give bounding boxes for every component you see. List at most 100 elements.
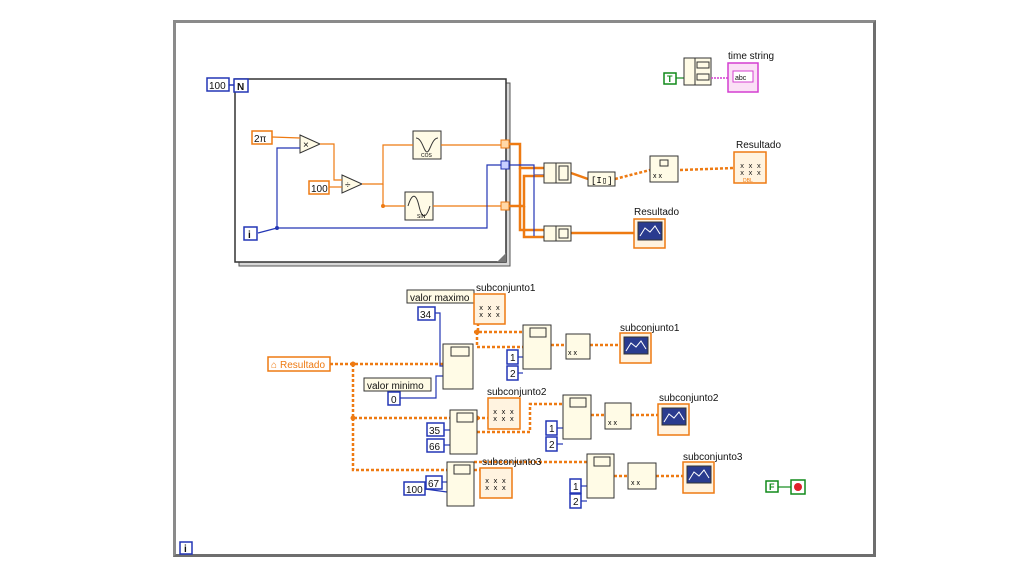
sub3-lo-constant[interactable]: 67 [425,475,443,490]
sub3-index1-constant[interactable]: 1 [569,478,582,494]
loop-count-terminal: N [233,78,249,93]
subconjunto2-graph-indicator[interactable] [657,403,690,436]
transpose-function[interactable]: x x [649,155,679,183]
subset-wires [330,320,683,478]
resultado-graph-indicator[interactable] [633,218,666,249]
divide-symbol: ÷ [345,180,351,191]
divide-function[interactable]: ÷ [341,174,364,194]
iteration-label: i [248,230,251,241]
subconjunto3-array-label: subconjunto3 [482,457,542,468]
sub2-index1-constant[interactable]: 1 [545,420,558,436]
false-const-label: F [769,482,775,492]
sub3-index2-constant[interactable]: 2 [569,493,582,509]
svg-text:x x x: x x x [479,305,500,313]
iteration-terminal: i [243,226,258,241]
multiply-symbol: × [303,140,309,151]
sub3-hi-value: 100 [406,485,423,496]
svg-text:x x x: x x x [485,485,506,493]
transpose-1[interactable]: x x [565,333,591,360]
valor-maximo-label: valor maximo [406,289,475,304]
sub2-lo-value: 35 [429,426,441,437]
svg-text:⌂: ⌂ [271,360,277,371]
array-subset-2[interactable] [449,409,478,455]
loop-count-label: N [237,82,244,93]
bottom-iteration-label: i [184,544,187,555]
sub1-max-constant[interactable]: 34 [417,306,436,321]
valor-minimo-text: valor minimo [367,381,424,392]
loop-count-constant[interactable]: 100 [206,77,230,92]
subconjunto1-graph-indicator[interactable] [619,332,652,364]
sub2-idx1-value: 1 [549,424,555,435]
sub1-idx1-value: 1 [510,353,516,364]
subconjunto1-array-indicator[interactable]: x x x x x x [473,293,506,325]
sub2-lo-constant[interactable]: 35 [426,422,445,437]
index-array-3[interactable] [586,453,615,499]
sub3-hi-constant[interactable]: 100 [403,481,426,496]
sub2-hi-constant[interactable]: 66 [426,438,445,453]
subconjunto3-graph-label: subconjunto3 [683,452,743,463]
two-pi-constant[interactable]: 2π [251,130,273,145]
subconjunto2-array-label: subconjunto2 [487,387,547,398]
svg-text:x x x: x x x [485,478,506,486]
for-loop[interactable] [234,78,511,267]
subconjunto3-array-indicator[interactable]: x x x x x x [479,467,513,499]
divisor-value: 100 [311,184,328,195]
sub1-index2-constant[interactable]: 2 [506,365,519,381]
subconjunto2-graph-label: subconjunto2 [659,393,719,404]
stop-condition-terminal[interactable] [790,479,806,495]
transpose-2[interactable]: x x [604,402,632,430]
index-array-2[interactable] [562,394,592,440]
two-pi-label: 2π [254,134,267,145]
true-const-label: T [667,74,673,84]
subconjunto1-array-label: subconjunto1 [476,283,536,294]
loop-wires [257,136,501,234]
index-array-1[interactable] [522,324,552,370]
sub3-lo-value: 67 [428,479,440,490]
array-subset-3[interactable] [446,461,475,507]
svg-text:[I▯]: [I▯] [591,176,613,186]
array-subset-1[interactable] [442,343,474,390]
sub2-index2-constant[interactable]: 2 [545,436,558,452]
sub2-idx2-value: 2 [549,440,555,451]
obj-text: abc [735,75,747,82]
array-to-cluster-function[interactable]: [I▯] [587,171,616,187]
sub1-index1-constant[interactable]: 1 [506,349,519,365]
svg-text:x x: x x [653,173,662,180]
svg-text:x x x: x x x [479,312,500,320]
format-date-time-function[interactable] [683,57,712,86]
valor-maximo-text: valor maximo [410,293,470,304]
time-string-indicator[interactable]: abc [727,62,759,93]
false-constant[interactable]: F [765,480,779,493]
sub1-min-value: 0 [391,395,397,406]
svg-text:x x x: x x x [493,409,514,417]
multiply-function[interactable]: × [299,134,322,154]
resultado-array-indicator[interactable]: x x x x x x DBL [733,151,767,184]
resultado-array-label: Resultado [736,140,781,151]
build-array-function[interactable] [543,162,572,184]
transpose-3[interactable]: x x [627,462,657,490]
cos-label: COS [421,153,433,159]
svg-text:x x: x x [608,420,617,427]
svg-text:x x: x x [631,480,640,487]
subconjunto3-graph-indicator[interactable] [682,461,715,494]
valor-minimo-label: valor minimo [363,377,432,392]
svg-text:x x: x x [568,350,577,357]
true-constant[interactable]: T [663,72,677,85]
sub2-hi-value: 66 [429,442,441,453]
resultado-graph-label: Resultado [634,207,679,218]
divisor-constant[interactable]: 100 [308,180,330,195]
sin-function[interactable]: SIN [404,191,434,221]
cos-function[interactable]: COS [412,130,442,160]
sub1-min-constant[interactable]: 0 [387,391,401,406]
time-string-label: time string [728,51,774,62]
sin-label: SIN [417,214,426,220]
sub1-idx2-value: 2 [510,369,516,380]
loop-count-value: 100 [209,81,226,92]
subconjunto2-array-indicator[interactable]: x x x x x x [487,397,521,430]
resultado-local-variable[interactable]: ⌂ Resultado [267,356,331,372]
sub1-max-value: 34 [420,310,432,321]
svg-text:x x x: x x x [493,416,514,424]
svg-text:x x x: x x x [740,170,761,178]
bundle-function[interactable] [543,225,572,242]
